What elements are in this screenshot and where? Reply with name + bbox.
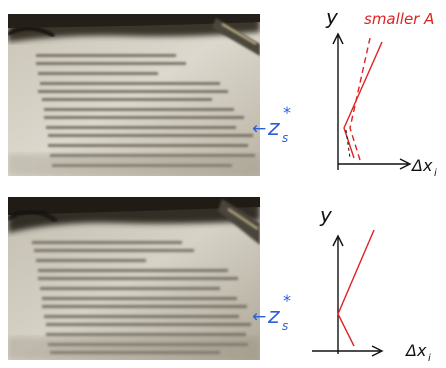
legend-smaller-a: smaller A xyxy=(364,10,434,28)
profile-curve-solid-bottom xyxy=(337,229,375,347)
reference-dashed-top xyxy=(345,129,351,159)
paper-photo-bottom xyxy=(8,197,260,360)
x-axis-subscript-bottom: i xyxy=(428,353,431,364)
arrow-left-icon: ← xyxy=(252,307,266,327)
zs-label-bottom: ← z s * xyxy=(252,291,302,344)
profile-sketch-top: y smaller A Δx i xyxy=(325,5,437,179)
zs-subscript: s xyxy=(282,319,288,333)
zs-letter: z xyxy=(267,304,280,329)
x-axis-arrow-top xyxy=(399,158,412,170)
profile-curve-solid-top xyxy=(343,41,383,159)
y-axis-label-bottom: y xyxy=(319,203,333,227)
paper-photo-top xyxy=(8,14,260,176)
profile-curve-dashed-top xyxy=(349,37,371,161)
y-axis-arrow-top xyxy=(332,32,344,45)
zs-subscript: s xyxy=(282,131,288,145)
x-axis-label-bottom: Δx xyxy=(404,341,427,360)
zs-label-top: ← z s * xyxy=(252,100,302,152)
y-axis-arrow-bottom xyxy=(332,234,344,247)
y-axis-label-top: y xyxy=(325,5,339,29)
zs-star: * xyxy=(283,291,291,310)
zs-star: * xyxy=(283,103,291,122)
x-axis-subscript-top: i xyxy=(434,168,437,179)
x-axis-label-top: Δx xyxy=(410,156,433,175)
x-axis-arrow-bottom xyxy=(371,345,384,357)
arrow-left-icon: ← xyxy=(252,119,266,139)
profile-sketch-bottom: y Δx i xyxy=(312,203,431,364)
zs-letter: z xyxy=(267,116,280,141)
